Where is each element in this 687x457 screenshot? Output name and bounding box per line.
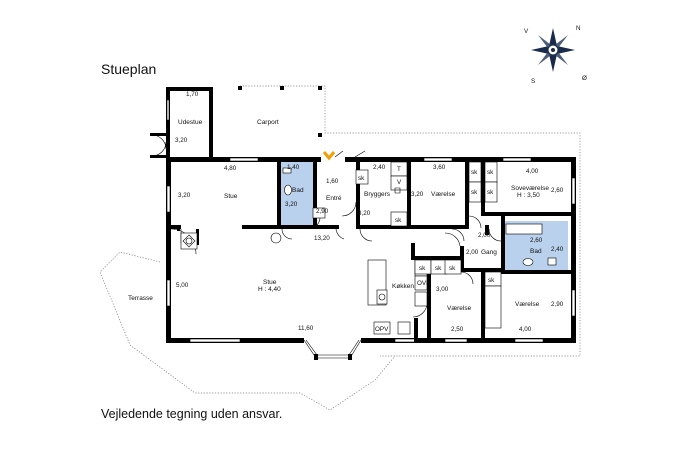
room-bad-2: Bad bbox=[530, 248, 542, 255]
compass-icon bbox=[531, 28, 575, 72]
room-terrasse: Terrasse bbox=[128, 295, 153, 302]
room-entre: Entré bbox=[326, 195, 342, 202]
compass-n: N bbox=[576, 25, 581, 32]
room-udestue: Udestue bbox=[178, 119, 203, 126]
fixture-sk: sk bbox=[488, 277, 495, 284]
dim-label: 2,90 bbox=[316, 208, 329, 215]
dim-label: 5,00 bbox=[176, 282, 189, 289]
dim-label: 3,20 bbox=[285, 201, 298, 208]
fixture-opv: OPV bbox=[375, 326, 389, 333]
dim-label: 4,00 bbox=[519, 326, 532, 333]
udestue-walls bbox=[166, 87, 213, 160]
fixture-t: T bbox=[397, 166, 401, 173]
fixture-v: V bbox=[397, 179, 402, 186]
dim-label: 4,80 bbox=[224, 165, 237, 172]
dim-label: 13,20 bbox=[314, 235, 330, 242]
fixture-ovn: OVN bbox=[417, 280, 431, 287]
dim-label: 3,00 bbox=[436, 286, 449, 293]
dim-label: 3,20 bbox=[175, 137, 188, 144]
dim-label: 1,60 bbox=[326, 178, 339, 185]
dim-label: 2,60 bbox=[530, 237, 543, 244]
dim-label: 3,20 bbox=[411, 191, 424, 198]
fixture-sk: sk bbox=[487, 169, 494, 176]
dim-label: 1,70 bbox=[186, 91, 199, 98]
interior-walls bbox=[171, 157, 571, 343]
room-bad-1: Bad bbox=[292, 187, 304, 194]
dim-label: 1,40 bbox=[287, 164, 300, 171]
room-vaerelse-3: Værelse bbox=[515, 301, 540, 308]
fixture-sk: sk bbox=[358, 175, 365, 182]
room-sovevaerelse: Soveværelse bbox=[511, 185, 549, 192]
disclaimer-text: Vejledende tegning uden ansvar. bbox=[101, 407, 283, 421]
fixture-sk: sk bbox=[449, 265, 456, 272]
room-vaerelse-1: Værelse bbox=[431, 191, 456, 198]
room-gang: Gang bbox=[481, 249, 497, 256]
room-stue-top: Stue bbox=[224, 193, 238, 200]
bay-window bbox=[303, 339, 362, 360]
dim-label: 3,20 bbox=[178, 192, 191, 199]
room-stue-main: Stue bbox=[263, 279, 277, 286]
carport-posts bbox=[150, 86, 322, 158]
compass-o: Ø bbox=[582, 75, 587, 82]
dim-label: 2,40 bbox=[373, 164, 386, 171]
dim-label: 2,60 bbox=[551, 187, 564, 194]
dim-label: 2,90 bbox=[551, 301, 564, 308]
room-bryggers: Bryggers bbox=[364, 191, 391, 198]
dim-label: 3,60 bbox=[433, 164, 446, 171]
dim-label: 2,00 bbox=[466, 249, 479, 256]
room-stue-main-height: H : 4,40 bbox=[258, 286, 281, 293]
plan-title: Stueplan bbox=[101, 61, 157, 77]
dim-label: 4,00 bbox=[526, 168, 539, 175]
room-sovevaerelse-height: H : 3,50 bbox=[517, 192, 540, 199]
entrance-marker-icon bbox=[322, 151, 336, 161]
fixture-sk: sk bbox=[471, 169, 478, 176]
dim-label: 11,60 bbox=[298, 325, 314, 332]
site-outlines bbox=[99, 85, 581, 411]
dim-label: 2,40 bbox=[551, 246, 564, 253]
dim-label: 2,00 bbox=[478, 232, 491, 239]
room-vaerelse-2: Værelse bbox=[447, 305, 472, 312]
dim-label: 3,20 bbox=[358, 210, 371, 217]
fixture-sk: sk bbox=[471, 189, 478, 196]
outer-walls bbox=[166, 157, 576, 343]
room-carport: Carport bbox=[257, 119, 279, 126]
room-koekken: Køkken bbox=[392, 283, 414, 290]
compass-v: V bbox=[524, 28, 529, 35]
fixture-sk: sk bbox=[435, 265, 442, 272]
fixtures bbox=[180, 161, 557, 335]
compass-s: S bbox=[531, 78, 535, 85]
fixture-sk: sk bbox=[419, 265, 426, 272]
dim-label: 2,50 bbox=[451, 326, 464, 333]
fixture-sk: sk bbox=[487, 189, 494, 196]
fixture-sk: sk bbox=[395, 217, 402, 224]
